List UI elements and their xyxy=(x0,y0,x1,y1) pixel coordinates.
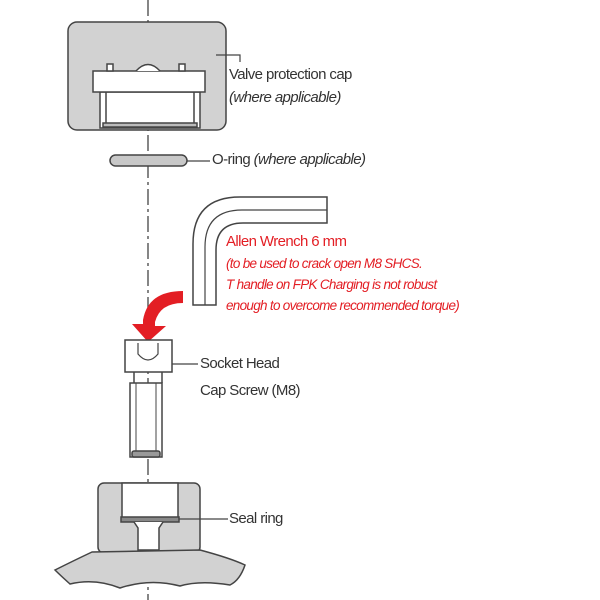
wrench-note-2: T handle on FPK Charging is not robust xyxy=(226,277,437,292)
screw-label-2: Cap Screw (M8) xyxy=(200,382,301,399)
socket-head-cap-screw xyxy=(124,339,198,458)
oring-title: O-ring xyxy=(212,151,251,168)
allen-wrench xyxy=(192,196,328,306)
cap-label: Valve protection cap xyxy=(229,66,352,83)
wrench-label: Allen Wrench 6 mm xyxy=(226,233,347,250)
seal-ring-label: Seal ring xyxy=(229,510,283,527)
screw-label-1: Socket Head xyxy=(200,355,280,372)
oring-note: (where applicable) xyxy=(253,151,366,168)
oring-label: O-ring (where applicable) xyxy=(212,151,366,168)
wrench-note-3: enough to overcome recommended torque) xyxy=(226,298,460,313)
valve-protection-cap xyxy=(67,21,241,131)
red-arrow-icon xyxy=(132,291,183,342)
wrench-note-1: (to be used to crack open M8 SHCS. xyxy=(226,256,423,271)
cap-note: (where applicable) xyxy=(229,89,341,106)
valve-body xyxy=(53,482,246,589)
o-ring xyxy=(109,154,210,167)
